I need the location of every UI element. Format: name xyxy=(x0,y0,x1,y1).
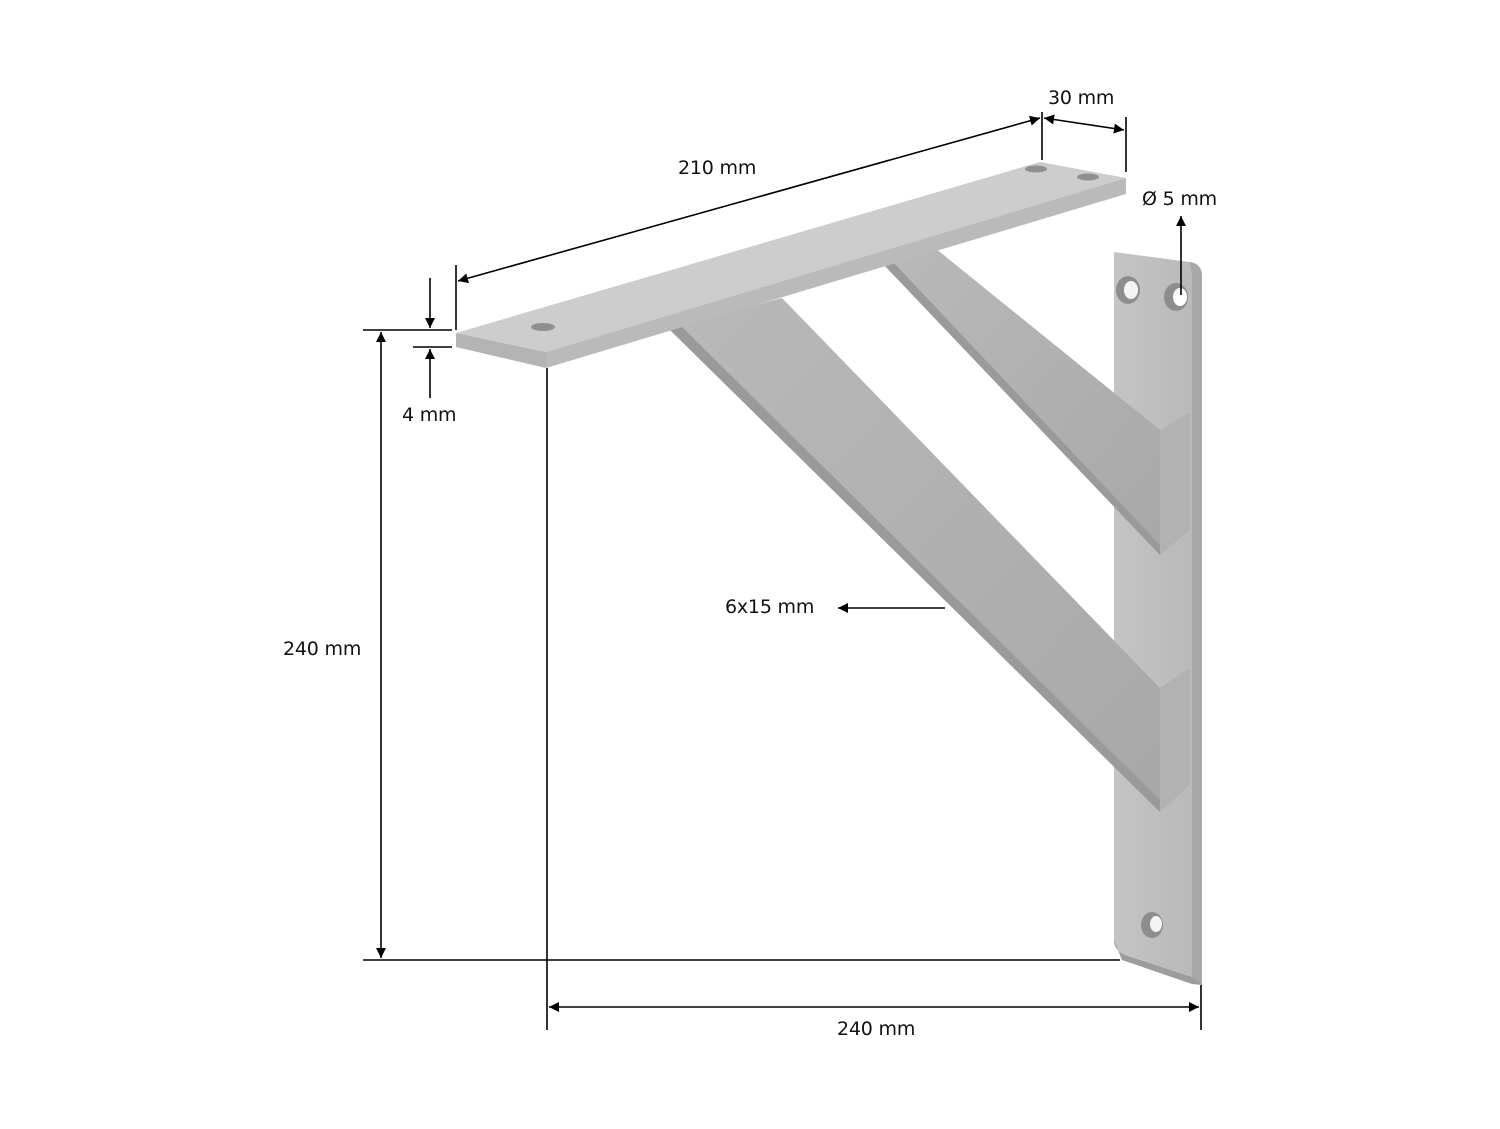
plate-thickness-label: 4 mm xyxy=(402,404,457,426)
hole-diameter-label: Ø 5 mm xyxy=(1142,188,1217,210)
shelf-width-label: 30 mm xyxy=(1048,87,1115,109)
height-label: 240 mm xyxy=(283,638,362,660)
wall-plate xyxy=(1114,252,1202,985)
shelf-length-label: 210 mm xyxy=(678,157,757,179)
wall-plate-holes xyxy=(1116,276,1188,938)
strut-section-label: 6x15 mm xyxy=(725,596,815,618)
lower-strut xyxy=(668,298,1190,812)
upper-strut xyxy=(884,248,1190,555)
dimension-lines xyxy=(363,112,1202,1030)
depth-label: 240 mm xyxy=(837,1018,916,1040)
